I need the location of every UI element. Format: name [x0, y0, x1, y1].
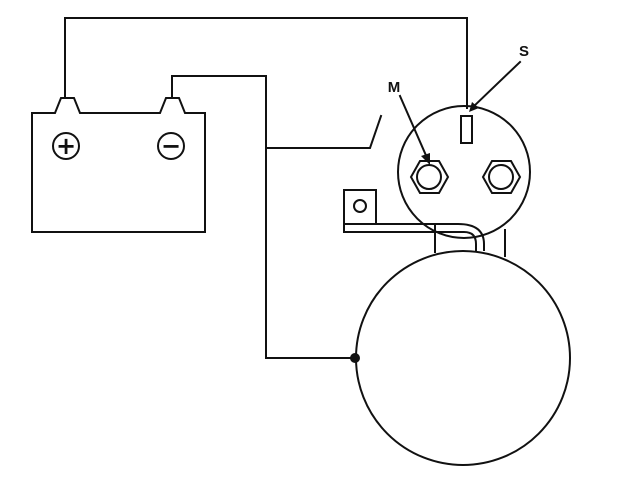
positive-symbol: +	[56, 132, 76, 160]
solenoid-mount	[343, 189, 506, 257]
battery: + −	[31, 97, 206, 233]
negative-symbol: −	[161, 132, 181, 160]
solenoid	[397, 105, 531, 239]
s-arrowhead	[469, 102, 479, 112]
ground-wire	[171, 75, 356, 359]
connecting-strap	[343, 223, 485, 251]
battery-negative-terminal: −	[157, 132, 185, 160]
label-s: S	[519, 43, 529, 60]
bracket-hole	[353, 199, 367, 213]
label-m: M	[388, 79, 401, 96]
m-arrowhead	[421, 153, 430, 165]
field-terminal-bracket	[343, 189, 377, 225]
m-leader-arrow	[398, 94, 430, 162]
solenoid-body	[397, 105, 531, 239]
battery-positive-terminal: +	[52, 132, 80, 160]
positive-wire	[64, 17, 468, 109]
m-terminal-nut	[409, 160, 450, 194]
battery-body	[31, 97, 206, 233]
starter-motor	[355, 250, 571, 466]
s-terminal	[460, 115, 473, 144]
battery-terminal-nut	[481, 160, 522, 194]
ground-branch-wire	[265, 114, 383, 149]
s-leader-arrow	[470, 60, 522, 110]
ground-connection-dot	[350, 353, 360, 363]
